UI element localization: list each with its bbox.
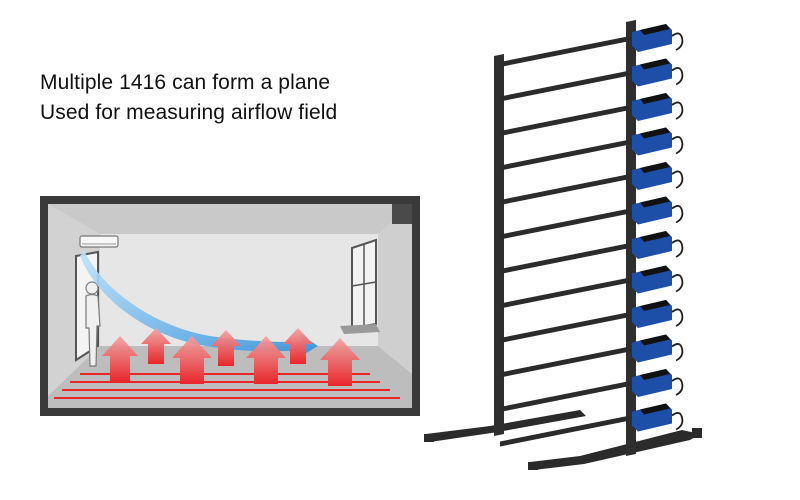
heat-arrow <box>102 336 138 382</box>
airflow-sensor <box>632 24 684 52</box>
room-right-wall <box>378 204 412 374</box>
rack-crossbar <box>500 139 630 171</box>
rack-sensors <box>632 24 684 432</box>
airflow-sensor <box>632 196 684 225</box>
airflow-sensor <box>632 127 684 156</box>
heat-arrow <box>283 328 313 364</box>
rack-crossbar <box>500 346 630 378</box>
airflow-sensor <box>632 93 684 121</box>
room-floor <box>48 346 412 408</box>
sensor-rack <box>420 14 710 474</box>
rack-base <box>424 410 702 470</box>
airflow-sensor <box>632 369 684 397</box>
room-airflow-svg <box>40 196 420 416</box>
airflow-sensor <box>632 162 684 190</box>
room-back-wall <box>100 234 378 346</box>
heat-arrow <box>172 336 212 384</box>
rack-crossbar <box>500 208 630 240</box>
heat-arrow <box>320 338 360 386</box>
rack-crossbar <box>500 312 630 343</box>
heat-arrow <box>211 330 241 366</box>
heat-arrow <box>141 328 171 364</box>
rack-crossbar <box>500 243 630 274</box>
rack-crossbar <box>500 415 630 447</box>
airflow-sensor <box>632 403 684 432</box>
caption-line-1: Multiple 1416 can form a plane <box>40 71 331 94</box>
heat-arrows <box>102 328 360 386</box>
room-ceiling <box>48 204 412 234</box>
rack-crossbar <box>500 36 630 67</box>
rack-bars <box>500 36 630 447</box>
air-conditioner <box>79 235 119 248</box>
room-airflow-illustration <box>40 196 420 416</box>
rack-crossbar <box>500 381 630 412</box>
person-figure <box>85 281 101 367</box>
airflow-sensor <box>632 334 684 363</box>
airflow-sensor <box>632 300 684 328</box>
wall-block <box>392 204 412 224</box>
rack-crossbar <box>500 174 630 205</box>
caption-line-2: Used for measuring airflow field <box>40 101 338 124</box>
airflow-sensor <box>632 265 684 294</box>
window <box>340 238 380 334</box>
rack-crossbar <box>500 105 630 136</box>
heat-arrow <box>246 336 286 384</box>
sensor-rack-svg <box>424 20 702 470</box>
caption: Multiple 1416 can form a plane Used for … <box>40 68 337 128</box>
rack-crossbar <box>500 70 630 102</box>
airflow-sensor <box>632 231 684 259</box>
airflow-sensor <box>632 58 684 87</box>
rack-crossbar <box>500 277 630 309</box>
